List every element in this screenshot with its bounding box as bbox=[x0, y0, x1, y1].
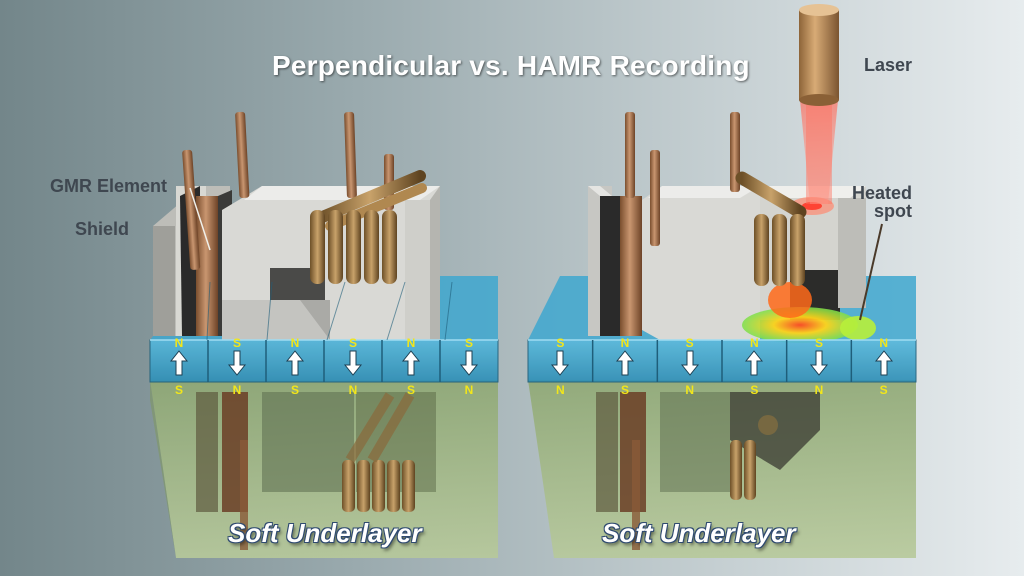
heated-spot-label: Heated spot bbox=[852, 183, 913, 221]
arrow-up-icon bbox=[169, 350, 189, 376]
arrow-up-icon bbox=[285, 350, 305, 376]
arrow-up-icon bbox=[401, 350, 421, 376]
bit-top-pole-label: S bbox=[814, 336, 823, 350]
bit-bottom-pole-label: S bbox=[620, 383, 629, 397]
arrow-up-icon bbox=[874, 350, 893, 376]
shield-label: Shield bbox=[75, 219, 130, 239]
soft-underlayer-left-label: Soft Underlayer bbox=[228, 518, 422, 548]
bit-top-pole-label: S bbox=[348, 336, 357, 350]
bit-bottom-pole-label: N bbox=[464, 383, 474, 397]
bit-bottom-pole-label: S bbox=[750, 383, 759, 397]
left-coil-reflection bbox=[342, 392, 415, 512]
bit-bottom-pole-label: N bbox=[232, 383, 242, 397]
heated-spot-leader bbox=[859, 223, 883, 321]
bit-bottom-pole-label: N bbox=[814, 383, 824, 397]
left-soft-underlayer bbox=[150, 380, 498, 558]
left-perpendicular-assembly bbox=[149, 111, 499, 558]
bit-top-pole-label: N bbox=[290, 336, 300, 350]
bit-bottom-pole-label: N bbox=[348, 383, 358, 397]
arrow-down-icon bbox=[680, 350, 699, 376]
figure-title: Perpendicular vs. HAMR Recording bbox=[272, 50, 750, 81]
bit-top-pole-label: S bbox=[464, 336, 473, 350]
right-write-coil bbox=[735, 171, 807, 286]
right-copper-leads bbox=[625, 112, 740, 246]
right-hamr-assembly bbox=[527, 4, 917, 558]
right-soft-underlayer bbox=[528, 380, 916, 558]
arrow-down-icon bbox=[459, 350, 479, 376]
arrow-up-icon bbox=[615, 350, 635, 376]
bit-top-pole-label: S bbox=[556, 336, 565, 350]
bit-top-pole-label: S bbox=[685, 336, 694, 350]
laser-label: Laser bbox=[864, 55, 913, 75]
bit-top-pole-label: N bbox=[879, 336, 888, 350]
bit-bottom-pole-label: N bbox=[685, 383, 694, 397]
arrow-up-icon bbox=[745, 350, 764, 376]
bit-top-pole-label: N bbox=[620, 336, 630, 350]
arrow-down-icon bbox=[343, 350, 363, 376]
soft-underlayer-right-label: Soft Underlayer bbox=[602, 518, 796, 548]
arrow-down-icon bbox=[809, 350, 829, 376]
bit-bottom-pole-label: N bbox=[555, 383, 565, 397]
bit-top-pole-label: N bbox=[406, 336, 416, 350]
arrow-down-icon bbox=[227, 350, 247, 376]
bit-top-pole-label: N bbox=[174, 336, 184, 350]
bit-bottom-pole-label: S bbox=[290, 383, 299, 397]
gmr-leader bbox=[189, 187, 211, 251]
bit-bottom-pole-label: S bbox=[406, 383, 415, 397]
bit-top-pole-label: S bbox=[232, 336, 241, 350]
bit-top-pole-label: N bbox=[749, 336, 759, 350]
right-coil-reflection bbox=[730, 440, 756, 500]
laser-emitter bbox=[799, 4, 839, 204]
bit-bottom-pole-label: S bbox=[879, 383, 888, 397]
bit-bottom-pole-label: S bbox=[174, 383, 183, 397]
left-write-coil bbox=[310, 170, 427, 284]
arrow-down-icon bbox=[551, 350, 570, 376]
gmr-element-label: GMR Element bbox=[50, 176, 168, 196]
